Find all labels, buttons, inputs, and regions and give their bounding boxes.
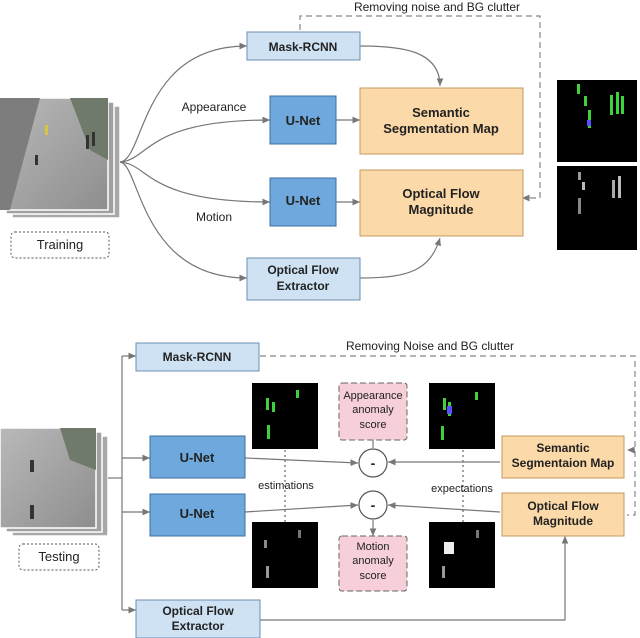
training-caption-box: Training xyxy=(10,231,110,259)
motion-score-box: Motion anomaly score xyxy=(338,535,408,592)
training-extractor-line1: Optical Flow xyxy=(267,263,339,277)
estimated-flow-thumbnail xyxy=(252,522,318,588)
training-extractor-line2: Extractor xyxy=(277,279,330,293)
appearance-score-box: Appearance anomaly score xyxy=(338,382,408,441)
training-flow-line1: Optical Flow xyxy=(402,186,480,201)
training-mask-rcnn-box: Mask-RCNN xyxy=(246,31,361,61)
expectations-label: expectations xyxy=(431,483,493,495)
testing-noise-removal-line xyxy=(260,355,636,516)
training-semantic-map-box: Semantic Segmentation Map xyxy=(359,87,524,155)
testing-removing-noise-label: Removing Noise and BG clutter xyxy=(346,339,514,353)
testing-flow-line1: Optical Flow xyxy=(527,499,599,513)
expected-segmentation-thumbnail xyxy=(429,383,495,449)
motion-label: Motion xyxy=(196,210,232,224)
subtract-bottom-node: - xyxy=(358,490,388,520)
training-segmentation-thumbnail xyxy=(557,80,637,162)
testing-semantic-map-box: Semantic Segmentaion Map xyxy=(501,435,625,479)
training-mask-rcnn-label: Mask-RCNN xyxy=(269,40,338,54)
testing-mask-rcnn-label: Mask-RCNN xyxy=(163,350,232,364)
training-flow-line2: Magnitude xyxy=(409,202,474,217)
testing-video-frames xyxy=(0,427,109,537)
training-video-frames xyxy=(0,97,121,219)
testing-mask-rcnn-box: Mask-RCNN xyxy=(135,342,260,372)
subtract-top-node: - xyxy=(358,448,388,478)
training-unet-top-box: U-Net xyxy=(269,95,337,145)
training-caption: Training xyxy=(37,237,83,252)
training-semantic-line1: Semantic xyxy=(412,105,470,120)
testing-flow-magnitude-box: Optical Flow Magnitude xyxy=(501,492,625,537)
testing-caption: Testing xyxy=(38,549,79,564)
minus-top: - xyxy=(371,455,376,471)
appearance-score-line1: Appearance xyxy=(343,390,402,402)
appearance-score-line2: anomaly xyxy=(352,404,394,416)
motion-score-line1: Motion xyxy=(356,541,389,553)
estimations-label: estimations xyxy=(258,480,314,492)
testing-caption-box: Testing xyxy=(18,543,100,571)
training-flow-magnitude-box: Optical Flow Magnitude xyxy=(359,169,524,237)
testing-semantic-line1: Semantic xyxy=(536,441,590,455)
testing-flow-line2: Magnitude xyxy=(533,514,593,528)
testing-unet-bottom-label: U-Net xyxy=(180,506,215,521)
training-unet-bottom-box: U-Net xyxy=(269,177,337,227)
training-flow-thumbnail xyxy=(557,166,637,250)
testing-unet-bottom-box: U-Net xyxy=(149,493,246,537)
training-unet-top-label: U-Net xyxy=(286,113,321,128)
expected-flow-thumbnail xyxy=(429,522,495,588)
appearance-score-line3: score xyxy=(360,419,387,431)
motion-score-line3: score xyxy=(360,570,387,582)
testing-unet-top-label: U-Net xyxy=(180,450,215,465)
testing-flow-extractor-box: Optical Flow Extractor xyxy=(135,599,261,638)
testing-section: Testing Removing Noise and BG clutter es… xyxy=(0,339,636,638)
testing-extractor-line2: Extractor xyxy=(172,619,225,633)
estimated-segmentation-thumbnail xyxy=(252,383,318,449)
training-removing-noise-label: Removing noise and BG clutter xyxy=(354,0,520,14)
testing-unet-top-box: U-Net xyxy=(149,435,246,479)
testing-semantic-line2: Segmentaion Map xyxy=(512,456,615,470)
training-input-arrows xyxy=(119,42,444,282)
training-noise-removal-arrow xyxy=(299,15,541,202)
motion-score-line2: anomaly xyxy=(352,555,394,567)
training-section: Training Removing noise and BG clutter A… xyxy=(0,0,637,301)
appearance-label: Appearance xyxy=(182,100,247,114)
training-flow-extractor-box: Optical Flow Extractor xyxy=(246,257,361,301)
testing-arrows xyxy=(108,352,569,621)
testing-extractor-line1: Optical Flow xyxy=(162,604,234,618)
minus-bottom: - xyxy=(371,497,376,513)
training-semantic-line2: Segmentation Map xyxy=(383,121,499,136)
training-unet-bottom-label: U-Net xyxy=(286,193,321,208)
